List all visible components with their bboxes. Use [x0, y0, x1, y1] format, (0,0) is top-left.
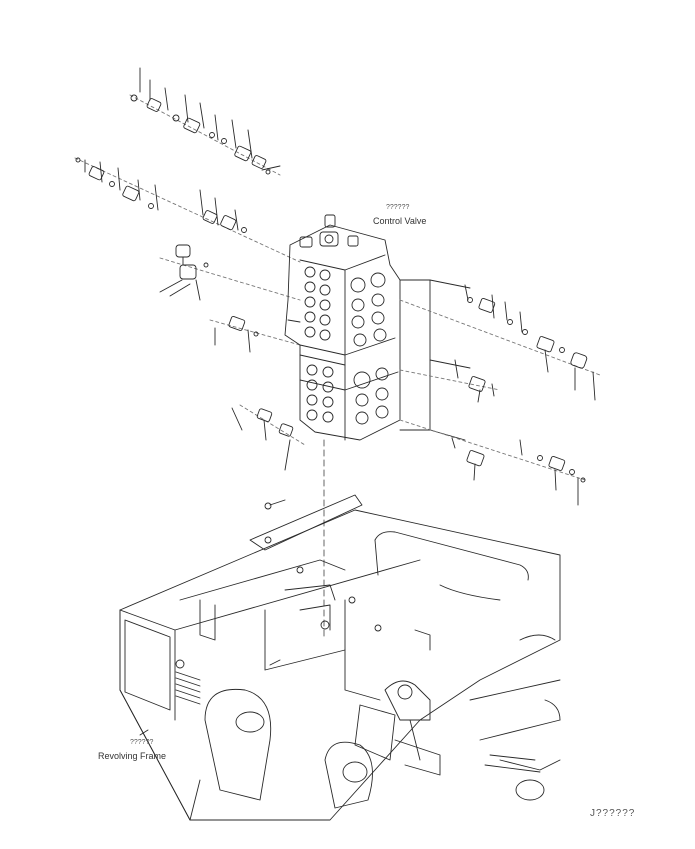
frame-label-tick	[139, 729, 149, 736]
figure-number-label: J??????	[590, 808, 636, 819]
elbow-fitting-left	[159, 244, 301, 301]
control-valve-code-label: ??????	[386, 204, 410, 211]
revolving-frame-code-label: ??????	[130, 739, 154, 746]
fitting-series-right	[399, 279, 601, 506]
fitting-series-upper	[129, 67, 281, 176]
control-valve-label: Control Valve	[373, 216, 427, 226]
revolving-frame	[119, 509, 561, 821]
fitting-series-lower-left	[209, 316, 306, 471]
revolving-frame-label: Revolving Frame	[98, 751, 167, 761]
control-valve	[284, 214, 401, 441]
valve-right-ports	[350, 272, 389, 425]
mount-bolt-callout	[249, 494, 363, 551]
fitting-series-middle	[74, 157, 301, 263]
valve-left-ports	[304, 266, 334, 423]
frame-vent-grille	[175, 659, 201, 705]
